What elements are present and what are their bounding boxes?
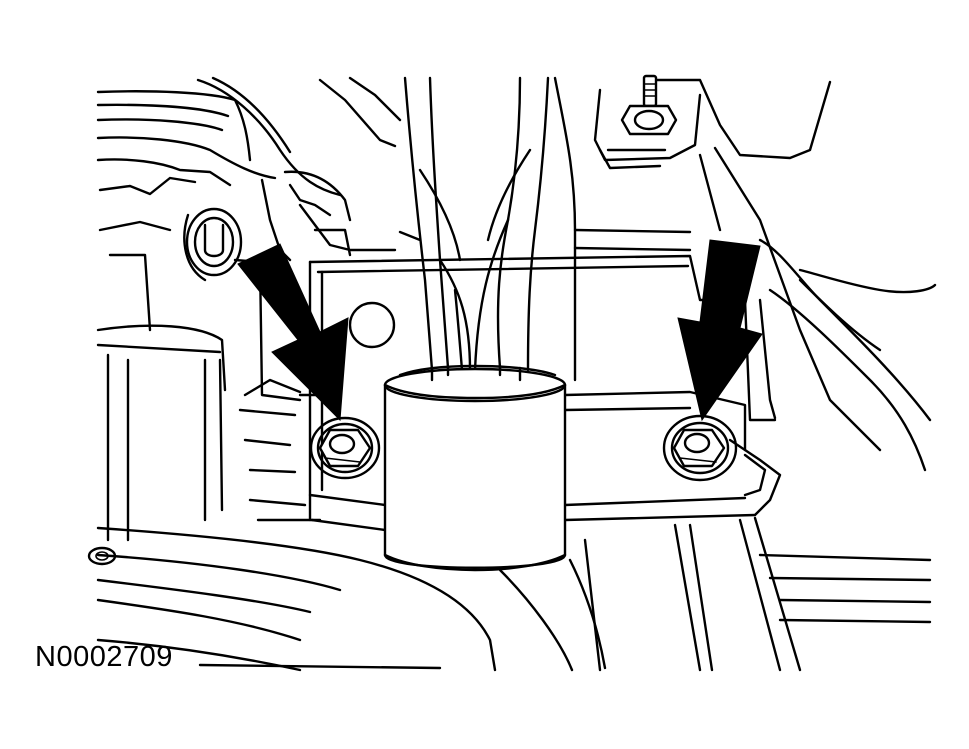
figure-id-label: N0002709 <box>35 641 173 673</box>
left-mounting-nut <box>309 416 381 480</box>
right-mounting-nut <box>662 414 738 482</box>
right-body-structure <box>583 78 937 672</box>
insulator-bushing <box>383 364 567 572</box>
top-mounting-tab <box>593 74 702 170</box>
pipe-bundle <box>403 76 577 382</box>
lower-housing-curves <box>87 526 607 672</box>
wire-clip-grommet <box>183 207 243 282</box>
arrow-left-bolt <box>237 243 349 422</box>
transmission-housing <box>96 76 402 542</box>
arrow-right-bolt <box>677 239 763 422</box>
